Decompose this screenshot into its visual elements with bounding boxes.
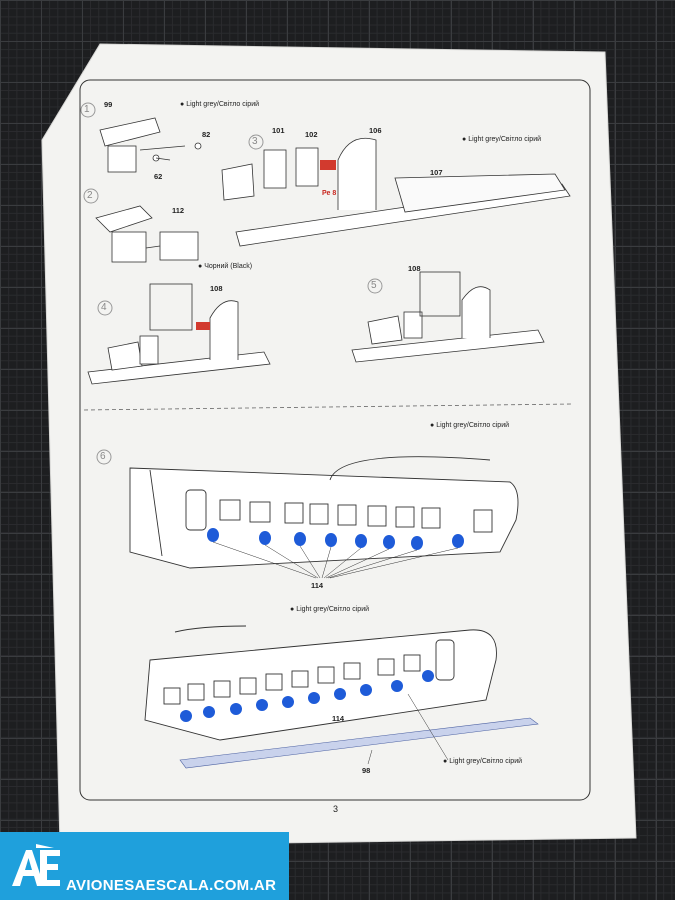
step-5-number: 5 bbox=[371, 280, 377, 291]
part-number: 82 bbox=[202, 130, 211, 139]
page-number: 3 bbox=[333, 804, 339, 814]
part-number: 114 bbox=[311, 581, 324, 590]
paint-callout-light-grey: ● Light grey/Світло сірий bbox=[180, 101, 260, 108]
part-number: 112 bbox=[172, 206, 185, 215]
brand-name: AVIONESAESCALA.COM.AR bbox=[66, 877, 277, 894]
part-number: 108 bbox=[408, 264, 421, 273]
paint-callout-light-grey: ● Light grey/Світло сірий bbox=[443, 758, 523, 765]
photo-etch-callout: Ре 8 bbox=[322, 190, 337, 197]
step-6-number: 6 bbox=[100, 451, 106, 462]
part-number: 101 bbox=[272, 126, 285, 135]
part-number: 62 bbox=[154, 172, 163, 181]
step-3-number: 3 bbox=[252, 136, 258, 147]
step6-lower-windows bbox=[180, 670, 434, 722]
part-number: 98 bbox=[362, 766, 371, 775]
ae-logo bbox=[10, 842, 62, 890]
step4-drawing bbox=[87, 283, 271, 385]
step5-drawing bbox=[351, 271, 545, 363]
part-number: 107 bbox=[430, 168, 443, 177]
step-4-number: 4 bbox=[101, 302, 107, 313]
floor-part-98 bbox=[179, 717, 539, 769]
step6-upper-windows bbox=[207, 528, 464, 550]
part-number: 99 bbox=[104, 100, 113, 109]
step1-drawing bbox=[99, 117, 202, 173]
paint-callout-black: ● Чорний (Black) bbox=[198, 263, 253, 270]
part-number: 106 bbox=[369, 126, 382, 135]
part-number: 102 bbox=[305, 130, 318, 139]
step2-drawing bbox=[95, 205, 199, 263]
part-number: 108 bbox=[210, 284, 223, 293]
step-1-number: 1 bbox=[84, 104, 90, 115]
part-number: 114 bbox=[332, 714, 345, 723]
paint-callout-light-grey: ● Light grey/Світло сірий bbox=[462, 136, 542, 143]
paint-callout-light-grey: ● Light grey/Світло сірий bbox=[290, 606, 370, 613]
step-2-number: 2 bbox=[87, 190, 93, 201]
paint-callout-light-grey: ● Light grey/Світло сірий bbox=[430, 422, 510, 429]
step3-drawing bbox=[221, 137, 571, 247]
brand-banner: AVIONESAESCALA.COM.AR bbox=[0, 832, 289, 900]
